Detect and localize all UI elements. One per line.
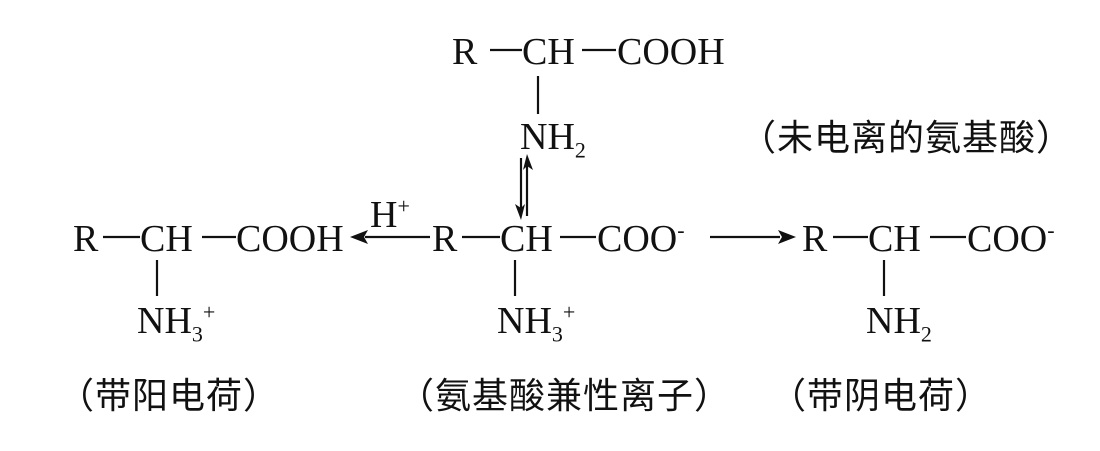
right-alpha-carbon: CH	[868, 218, 921, 260]
top-alpha-carbon: CH	[522, 31, 575, 73]
right-carboxylate-group: COO-	[967, 217, 1055, 260]
acid-arrow-label: H+	[370, 193, 410, 236]
right-caption: （带阴电荷）	[770, 376, 993, 416]
right-r-group: R	[802, 218, 828, 260]
equilibrium-arrowhead-up	[523, 154, 533, 170]
middle-r-group: R	[432, 218, 458, 260]
top-r-group: R	[452, 31, 478, 73]
middle-carboxylate-group: COO-	[597, 217, 685, 260]
top-caption: （未电离的氨基酸）	[740, 118, 1074, 158]
left-carboxyl-group: COOH	[236, 218, 344, 260]
top-carboxyl-group: COOH	[617, 31, 725, 73]
equilibrium-arrowhead-down	[515, 204, 525, 220]
base-arrowhead	[778, 230, 796, 244]
middle-alpha-carbon: CH	[500, 218, 553, 260]
acid-arrowhead	[350, 230, 368, 244]
left-ammonium-group: NH3+	[137, 299, 216, 347]
left-r-group: R	[73, 218, 99, 260]
left-caption: （带阳电荷）	[58, 376, 281, 416]
middle-ammonium-group: NH3+	[497, 299, 576, 347]
middle-caption: （氨基酸兼性离子）	[398, 376, 732, 416]
left-alpha-carbon: CH	[140, 218, 193, 260]
top-amino-group: NH2	[520, 116, 586, 163]
right-amino-group: NH2	[866, 300, 932, 347]
